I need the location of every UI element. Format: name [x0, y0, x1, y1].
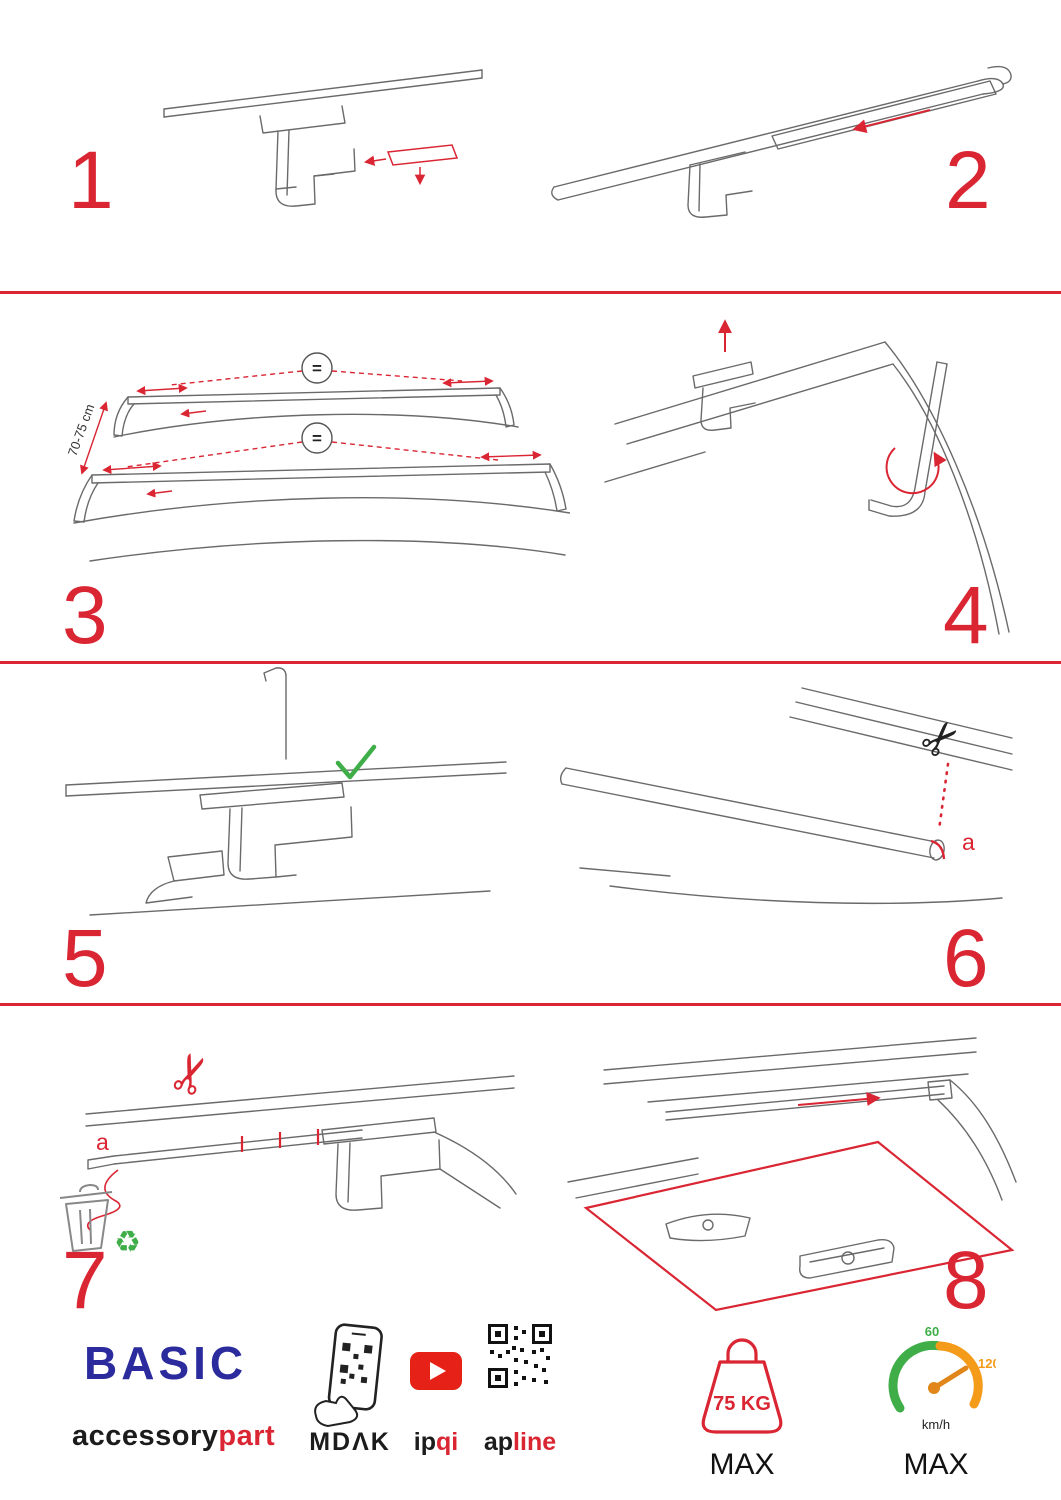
roof-two-bars-drawing [73, 387, 570, 562]
cut-line-dots [937, 762, 950, 832]
partner-ipqi-label: ipqi [402, 1428, 470, 1457]
bar-slide-drawing [551, 65, 1012, 218]
brand-logo-accessorypart: accessorypart [72, 1420, 275, 1453]
brand-sub-red: part [218, 1420, 276, 1452]
final-mounting-drawing [567, 1037, 1017, 1279]
speed-unit-label: km/h [922, 1417, 950, 1432]
equal-badge: = [312, 429, 322, 448]
recycle-icon: ♻ [114, 1226, 141, 1259]
step-7-illustration: ✂ a ♻ [59, 1044, 517, 1259]
speedometer-icon: 60 120 km/h [888, 1324, 996, 1432]
weight-value-label: 75 KG [713, 1393, 771, 1415]
slide-direction-arrow [852, 109, 931, 134]
brand-logo-basic: BASIC [84, 1337, 248, 1389]
speed-max-label: MAX [903, 1448, 969, 1481]
insert-and-rotate-arrows [718, 319, 947, 495]
speedometer-needle [931, 1365, 969, 1391]
section-divider-3 [0, 1003, 1061, 1006]
youtube-icon [410, 1352, 462, 1390]
step-6-number: 6 [943, 913, 989, 1004]
equal-spacing-badges: = = [301, 352, 333, 454]
weight-max-label: MAX [709, 1448, 775, 1481]
rail-clamp-drawing [163, 69, 483, 207]
measure-label: 70-75 cm [65, 402, 98, 458]
partner-mdak-label: MDΛK [309, 1428, 391, 1456]
rubber-pad-highlight [363, 144, 459, 186]
step-4-number: 4 [943, 570, 989, 661]
discard-curl-line [86, 1169, 121, 1231]
max-weight-icon: 75 KG [701, 1338, 783, 1434]
clamp-assembled-drawing [65, 667, 507, 916]
step-5-number: 5 [62, 913, 108, 1004]
partner-apline-black: ap [483, 1428, 514, 1456]
speed-low-label: 60 [925, 1324, 939, 1339]
step-4-illustration [604, 319, 1010, 635]
step-3-illustration: = = 70-75 cm [65, 352, 570, 562]
step-7-number: 7 [62, 1235, 108, 1326]
section-divider-1 [0, 291, 1061, 294]
check-icon [335, 744, 377, 780]
step-6-illustration: ✂ a [559, 687, 1013, 905]
bar-end-trim-drawing [559, 687, 1013, 905]
step-8-number: 8 [943, 1235, 989, 1326]
cut-point-label: a [962, 829, 975, 855]
section-divider-2 [0, 661, 1061, 664]
qr-code-icon [488, 1324, 552, 1388]
cut-excess-highlight [930, 839, 946, 860]
step-5-illustration [65, 667, 507, 916]
strip-trim-drawing [85, 1075, 517, 1211]
hex-key-tightening-drawing [604, 341, 1010, 635]
step-2-number: 2 [945, 135, 991, 226]
step-3-number: 3 [62, 570, 108, 661]
equal-badge: = [312, 359, 322, 378]
cut-point-label: a [96, 1129, 109, 1155]
step-8-illustration [567, 1037, 1017, 1312]
hand-icon [314, 1395, 359, 1428]
partner-ipqi-black: ip [413, 1428, 436, 1456]
partner-apline-label: apline [482, 1428, 558, 1457]
fit-direction-arrow [797, 1092, 881, 1106]
scissors-icon: ✂ [157, 1044, 226, 1105]
step-2-illustration [551, 65, 1012, 218]
speed-high-label: 120 [978, 1356, 996, 1371]
brand-sub-black: accessory [72, 1420, 219, 1452]
measurement-arrows [80, 370, 542, 498]
partner-ipqi-red: qi [436, 1428, 459, 1456]
cut-marks [240, 1129, 320, 1152]
phone-qr-scan-icon [314, 1323, 383, 1428]
step-1-number: 1 [68, 135, 114, 226]
detail-zoom-frame [583, 1140, 1015, 1312]
partner-apline-red: line [513, 1428, 557, 1456]
step-1-illustration [163, 69, 483, 207]
trash-bin-icon [59, 1184, 113, 1252]
